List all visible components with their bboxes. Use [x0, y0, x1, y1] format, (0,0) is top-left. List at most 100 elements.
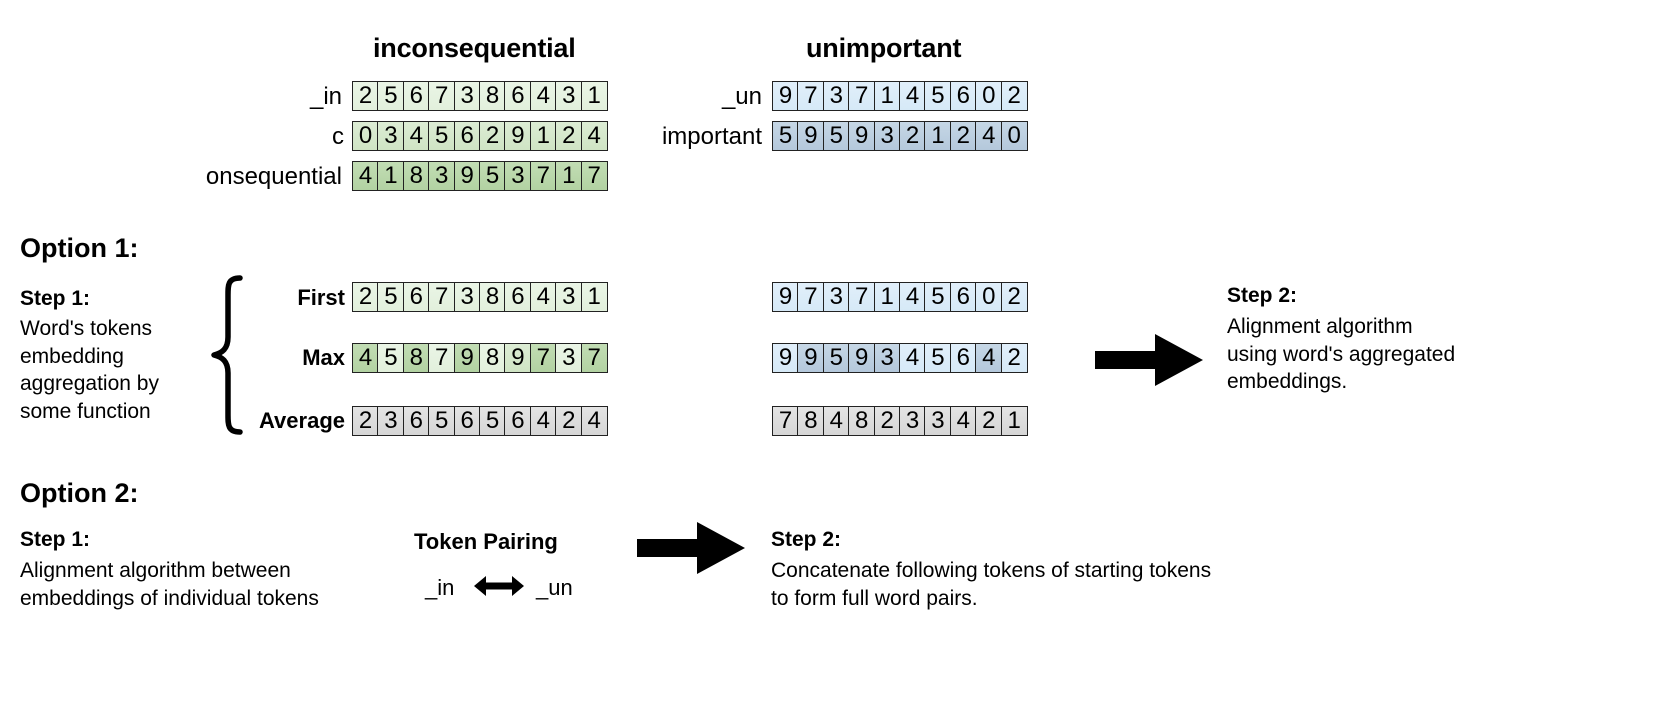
- vector-cell: 8: [402, 161, 430, 191]
- vector-cell: 4: [580, 406, 608, 436]
- vector-cell: 5: [428, 121, 456, 151]
- vector-cell: 1: [924, 121, 952, 151]
- vector-cell: 6: [949, 343, 977, 373]
- vector-cell: 4: [975, 121, 1003, 151]
- vector-cell: 5: [924, 81, 952, 111]
- option2-step1-title: Step 1:: [20, 528, 91, 551]
- vector-cell: 7: [428, 343, 456, 373]
- vector-cell: 3: [899, 406, 927, 436]
- vector-cell: 9: [848, 343, 876, 373]
- token-label-important: important: [661, 123, 762, 150]
- vector-cell: 3: [924, 406, 952, 436]
- vector-cell: 5: [428, 406, 456, 436]
- vector-cell: 2: [899, 121, 927, 151]
- vector-cell: 6: [504, 282, 532, 312]
- pair-token-right: _un: [536, 575, 573, 600]
- token-pairing-title: Token Pairing: [414, 529, 558, 554]
- option2-step-arrow-icon: [637, 518, 747, 578]
- vector-cell: 4: [529, 282, 557, 312]
- vector-cell: 8: [402, 343, 430, 373]
- vector-cell: 4: [580, 121, 608, 151]
- word-left: inconsequential: [373, 33, 576, 63]
- vector-cell: 3: [453, 81, 481, 111]
- vector-cell: 3: [377, 121, 405, 151]
- vector-cell: 9: [797, 121, 825, 151]
- token-label-in: _in: [310, 83, 343, 110]
- vector-cell: 6: [504, 406, 532, 436]
- vector-cell: 5: [924, 343, 952, 373]
- vector-cell: 5: [377, 343, 405, 373]
- vector-cell: 3: [555, 343, 583, 373]
- vector-cell: 6: [453, 406, 481, 436]
- vector-cell: 7: [529, 161, 557, 191]
- vector-cell: 7: [529, 343, 557, 373]
- vector-cell: 3: [555, 81, 583, 111]
- vector-cell: 1: [529, 121, 557, 151]
- vector-cell: 6: [453, 121, 481, 151]
- vector-cell: 9: [772, 282, 799, 312]
- vector-cell: 4: [352, 343, 379, 373]
- vector-cell: 8: [479, 282, 507, 312]
- pair-token-left: _in: [425, 575, 455, 600]
- vector-cell: 2: [352, 406, 379, 436]
- vector-cell: 6: [949, 282, 977, 312]
- vector-cell: 4: [975, 343, 1003, 373]
- vector-cell: 9: [453, 343, 481, 373]
- vector-cell: 0: [352, 121, 379, 151]
- vector-cell: 6: [504, 81, 532, 111]
- vector-cell: 2: [1000, 282, 1028, 312]
- vector-cell: 1: [873, 81, 901, 111]
- vector-cell: 0: [975, 81, 1003, 111]
- vector-cell: 3: [504, 161, 532, 191]
- option2-step2-title: Step 2:: [771, 528, 842, 551]
- token-label-un: _un: [721, 83, 762, 110]
- option2-step1-body: Alignment algorithm between embeddings o…: [20, 559, 319, 610]
- vector-cell: 4: [899, 343, 927, 373]
- vector-cell: 4: [529, 81, 557, 111]
- word-right: unimportant: [806, 33, 962, 63]
- option1-step1-title: Step 1:: [20, 287, 91, 310]
- vector-cell: 7: [848, 282, 876, 312]
- option1-step-arrow-icon: [1095, 330, 1205, 390]
- vector-cell: 0: [975, 282, 1003, 312]
- vector-cell: 0: [1000, 121, 1028, 151]
- vector-cell: 9: [504, 121, 532, 151]
- vector-cell: 7: [580, 161, 608, 191]
- vector-cell: 1: [580, 81, 608, 111]
- vector-cell: 3: [428, 161, 456, 191]
- vector-cell: 3: [822, 282, 850, 312]
- vector-cell: 4: [352, 161, 379, 191]
- vector-cell: 5: [822, 343, 850, 373]
- vector-cell: 9: [772, 343, 799, 373]
- vector-cell: 3: [873, 343, 901, 373]
- vector-cell: 7: [797, 81, 825, 111]
- vector-cell: 5: [377, 81, 405, 111]
- vector-cell: 8: [797, 406, 825, 436]
- vector-cell: 7: [772, 406, 799, 436]
- vector-cell: 8: [479, 343, 507, 373]
- vector-cell: 4: [899, 81, 927, 111]
- token-label-onsequential: onsequential: [205, 163, 342, 190]
- vector-cell: 6: [402, 406, 430, 436]
- vector-cell: 8: [479, 81, 507, 111]
- vector-cell: 9: [504, 343, 532, 373]
- vector-cell: 4: [529, 406, 557, 436]
- vector-cell: 9: [772, 81, 799, 111]
- option1-step2-body: Alignment algorithm using word's aggrega…: [1227, 315, 1456, 394]
- vector-cell: 5: [772, 121, 799, 151]
- vector-cell: 6: [949, 81, 977, 111]
- vector-cell: 5: [479, 161, 507, 191]
- vector-cell: 2: [479, 121, 507, 151]
- vector-cell: 5: [377, 282, 405, 312]
- vector-cell: 3: [822, 81, 850, 111]
- vector-cell: 9: [797, 343, 825, 373]
- vector-cell: 7: [428, 81, 456, 111]
- vector-cell: 2: [555, 406, 583, 436]
- vector-cell: 7: [580, 343, 608, 373]
